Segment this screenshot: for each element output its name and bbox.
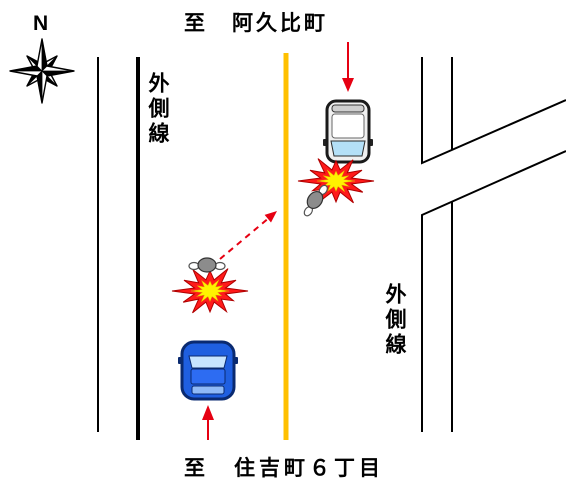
outer-line-right-lower (421, 150, 566, 432)
collision-burst-inner (316, 169, 356, 193)
arrow-head (342, 78, 354, 92)
compass-shade-w (9, 65, 43, 72)
destination-north: 至 阿久比町 (184, 10, 328, 35)
fallen-pedestrian-icon (303, 184, 328, 217)
car-roof (331, 113, 365, 139)
arrow-head (202, 405, 214, 420)
compass-shade-n (41, 38, 48, 72)
blue-car-icon (178, 340, 238, 401)
collision-icon (297, 158, 375, 204)
pedestrian-body (306, 191, 324, 209)
white-car-icon (323, 99, 373, 164)
car-roof (190, 368, 226, 385)
car-rear-window (191, 385, 225, 395)
road (97, 53, 566, 440)
compass-shade-s (36, 70, 43, 104)
travel-direction-arrow-top (342, 42, 354, 92)
outer-line-label-left: 外側線 (146, 72, 171, 147)
car-windshield (330, 140, 366, 157)
arrow-shaft (219, 217, 269, 260)
pedestrian-icon (188, 257, 226, 273)
collision-burst-inner (190, 279, 230, 303)
destination-south: 至 住吉町６丁目 (184, 455, 384, 480)
compass-rose-icon (9, 38, 75, 104)
north-label: N (33, 12, 49, 35)
pedestrian-body (197, 257, 217, 273)
outer-line-right-upper (421, 57, 566, 165)
car-rear-window (331, 104, 365, 113)
collision-icon (171, 268, 249, 314)
pedestrian-movement-arrow (219, 211, 277, 260)
car-windshield (188, 355, 228, 369)
compass-shade-e (41, 70, 75, 77)
travel-direction-arrow-bottom (202, 405, 214, 440)
arrow-head (264, 211, 277, 223)
outer-line-label-right: 外側線 (383, 283, 408, 358)
